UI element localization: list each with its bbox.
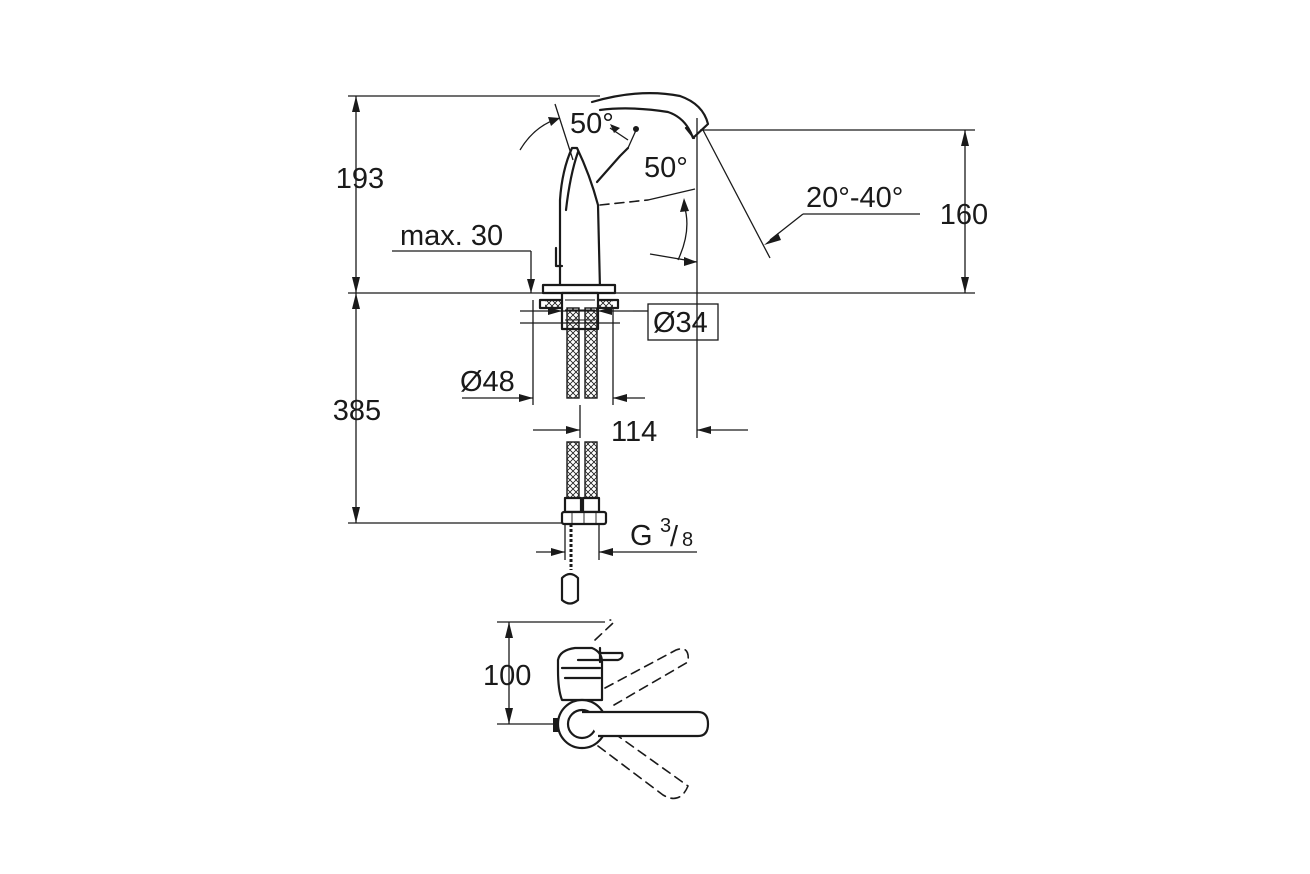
faucet-plan-view xyxy=(497,619,710,800)
hose-left-lower xyxy=(566,441,580,499)
dimension-diameter-base xyxy=(462,300,645,405)
arrowhead xyxy=(527,279,535,293)
dimension-reach xyxy=(533,293,748,438)
dimension-385 xyxy=(348,293,565,524)
dimension-160 xyxy=(961,130,969,293)
spout-angle-arc xyxy=(677,204,688,261)
hose-right-upper xyxy=(584,307,598,399)
thread-denominator: 8 xyxy=(682,529,693,551)
arrowhead xyxy=(680,198,689,212)
angle-swivel-label: 20°-40° xyxy=(806,182,903,214)
hose-left-upper xyxy=(566,307,580,399)
spout-outlet xyxy=(684,126,696,140)
handle-alt-lower xyxy=(597,735,689,800)
hose-connector-right xyxy=(581,496,601,514)
dim-diameter-hole-label: Ø34 xyxy=(653,307,708,339)
angle-lever-label: 50° xyxy=(570,108,614,140)
handle-plan xyxy=(582,710,710,738)
base-flange xyxy=(541,283,617,295)
arrowhead xyxy=(548,117,560,126)
hole-callout-box xyxy=(647,303,719,341)
lever-angle-ray xyxy=(647,188,696,201)
dimension-diameter-hole xyxy=(520,303,719,341)
arrowhead xyxy=(610,124,620,133)
max-deck-label: max. 30 xyxy=(400,220,503,252)
handle-alt-top xyxy=(594,619,615,641)
spout-plan xyxy=(556,646,604,702)
dim-160-label: 160 xyxy=(940,199,988,231)
lever-alt-position xyxy=(599,199,649,206)
dim-385-label: 385 xyxy=(333,395,381,427)
lever-tip-line xyxy=(627,127,638,149)
dimension-thread xyxy=(536,524,697,560)
hose-weight xyxy=(560,572,580,605)
thread-prefix-label: G xyxy=(630,520,653,552)
body-taper-line xyxy=(564,150,580,212)
rod-plan xyxy=(553,718,559,732)
thread-numerator: 3 xyxy=(660,515,671,537)
popup-rod xyxy=(554,246,564,268)
handle-alt-upper xyxy=(604,648,690,706)
dimension-193 xyxy=(352,96,360,293)
angle-spout-label: 50° xyxy=(644,152,688,184)
hose-connector-left xyxy=(563,496,583,514)
lever-top-plan xyxy=(576,651,624,662)
arrowhead xyxy=(764,233,781,245)
hose-right-lower xyxy=(584,441,598,499)
faucet-body xyxy=(558,146,602,291)
dim-193-label: 193 xyxy=(336,163,384,195)
dim-diameter-base-label: Ø48 xyxy=(460,366,515,398)
under-deck-assembly xyxy=(538,291,620,605)
spout xyxy=(590,92,710,140)
thread-slash: / xyxy=(670,521,679,553)
arrowhead xyxy=(684,257,697,266)
faucet-side-view xyxy=(348,92,975,295)
lever-angle-ray-left xyxy=(554,103,574,161)
lever-handle xyxy=(595,146,630,184)
dim-plan-depth-label: 100 xyxy=(483,660,531,692)
swivel-angle-ray xyxy=(702,129,771,259)
dim-reach-label: 114 xyxy=(611,416,657,448)
